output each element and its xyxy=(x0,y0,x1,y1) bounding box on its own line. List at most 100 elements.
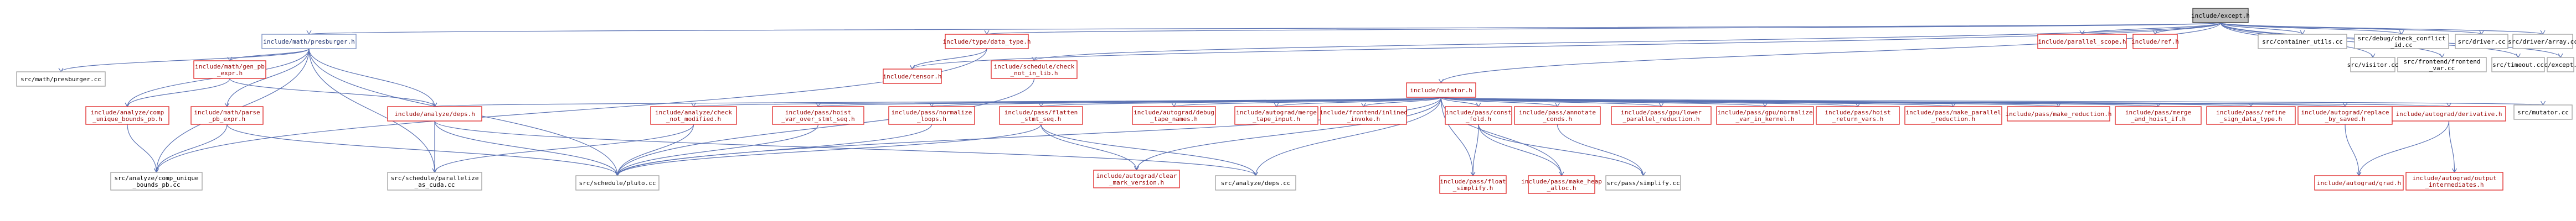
node-grad[interactable]: include/autograd/grad.h xyxy=(2314,175,2404,191)
node-label: src/driver/array.cc xyxy=(2508,38,2576,45)
node-label: src/except.cc xyxy=(2537,61,2576,69)
node-gpu_lower_parallel[interactable]: include/pass/gpu/lower_parallel_reductio… xyxy=(1611,106,1712,125)
node-inlined_invoke[interactable]: include/frontend/inlined_invoke.h xyxy=(1320,106,1408,125)
node-make_heap_alloc[interactable]: include/pass/make_heap_alloc.h xyxy=(1521,175,1602,194)
node-merge_hoist_if[interactable]: include/pass/merge_and_hoist_if.h xyxy=(2115,106,2202,125)
node-derivative[interactable]: include/autograd/derivative.h xyxy=(2392,106,2506,122)
node-label: _conds.h xyxy=(1543,115,1572,123)
node-label: _bounds_pb.cc xyxy=(132,181,180,188)
edge-except-to-check_not_in_lib xyxy=(1033,22,2221,61)
node-pluto[interactable]: src/schedule/pluto.cc xyxy=(575,175,660,191)
node-hoist_return_vars[interactable]: include/pass/hoist_return_vars.h xyxy=(1816,106,1900,125)
node-box xyxy=(1439,175,1507,194)
node-parse_pb_expr[interactable]: include/math/parse_pb_expr.h xyxy=(190,106,264,125)
node-box xyxy=(1605,175,1681,191)
node-replace_by_saved[interactable]: include/autograd/replace_by_saved.h xyxy=(2297,106,2393,125)
node-check_not_in_lib[interactable]: include/schedule/check_not_in_lib.h xyxy=(991,60,1078,79)
node-annotate_conds[interactable]: include/pass/annotate_conds.h xyxy=(1514,106,1601,125)
node-float_simplify[interactable]: include/pass/float_simplify.h xyxy=(1439,175,1507,194)
node-parallel_scope[interactable]: include/parallel_scope.h xyxy=(2037,34,2127,49)
node-label: include/analyze/comp xyxy=(91,109,164,116)
edge-presburger-to-deps_h xyxy=(308,48,435,107)
node-debug_tape_names[interactable]: include/autograd/debug_tape_names.h xyxy=(1132,106,1216,125)
node-box xyxy=(387,106,482,122)
edge-mutator-to-debug_tape_names xyxy=(1173,97,1442,107)
node-container_utils[interactable]: src/container_utils.cc xyxy=(2258,34,2347,49)
node-visitor[interactable]: src/visitor.cc xyxy=(2347,57,2399,72)
node-label: include/pass/make_heap xyxy=(1521,178,1602,185)
nodes-layer: include/except.h include/math/presburger.… xyxy=(16,8,2576,194)
node-presburger_cc[interactable]: src/math/presburger.cc xyxy=(16,71,106,87)
edge-except-to-presburger xyxy=(308,22,2221,35)
edge-type_data-to-tensor xyxy=(911,48,987,70)
edge-arrowhead xyxy=(815,102,821,108)
node-label: _pb_expr.h xyxy=(209,115,245,123)
node-const_fold[interactable]: include/pass/const_fold.h xyxy=(1445,106,1512,125)
node-simplify_cc[interactable]: src/pass/simplify.cc xyxy=(1605,175,1681,191)
node-merge_tape_input[interactable]: include/autograd/merge_tape_input.h xyxy=(1234,106,1318,125)
node-driver[interactable]: src/driver.cc xyxy=(2455,34,2508,49)
node-box xyxy=(999,106,1083,125)
node-comp_unique_h[interactable]: include/analyze/comp_unique_bounds_pb.h xyxy=(85,106,169,125)
node-label: include/math/parse xyxy=(194,109,260,116)
node-label: src/pass/simplify.cc xyxy=(1606,180,1679,187)
node-label: include/pass/make_reduction.h xyxy=(2005,110,2111,118)
node-presburger[interactable]: include/math/presburger.h xyxy=(261,34,357,49)
edge-gen_pb_expr-to-deps_h xyxy=(229,78,435,107)
node-make_parallel_reduction[interactable]: include/pass/make_parallel_reduction.h xyxy=(1904,106,2002,125)
node-label: include/frontend/inlined xyxy=(1320,109,1408,116)
node-gen_pb_expr[interactable]: include/math/gen_pb_expr.h xyxy=(193,60,266,79)
edges-layer xyxy=(58,22,2563,177)
node-box xyxy=(2405,172,2503,191)
node-mark_version[interactable]: include/autograd/clear_mark_version.h xyxy=(1093,170,1180,188)
edge-mutator-to-annotate_conds xyxy=(1440,97,1558,107)
node-label: include/pass/merge xyxy=(2125,109,2191,116)
node-label: _by_saved.h xyxy=(2325,115,2366,123)
edge-arrowhead xyxy=(2370,53,2376,59)
node-mutator[interactable]: include/mutator.h xyxy=(1406,82,1476,98)
node-label: _not_modified.h xyxy=(666,115,721,123)
node-make_reduction[interactable]: include/pass/make_reduction.h xyxy=(2005,106,2112,122)
node-except[interactable]: include/except.h xyxy=(2191,8,2250,23)
node-ref[interactable]: include/ref.h xyxy=(2131,34,2179,49)
node-refine_sign[interactable]: include/pass/refine_sign_data_type.h xyxy=(2206,106,2296,125)
node-mutator_cc[interactable]: src/mutator.cc xyxy=(2513,104,2573,120)
node-normalize_var_in_kernel[interactable]: include/pass/gpu/normalize_var_in_kernel… xyxy=(1716,106,1814,125)
edge-flatten_stmt_seq-to-deps_cc xyxy=(1040,124,1256,176)
node-except_cc[interactable]: src/except.cc xyxy=(2537,57,2576,72)
node-box xyxy=(85,106,169,125)
node-label: include/analyze/check xyxy=(655,109,732,116)
node-check_parallelize[interactable]: src/schedule/parallelize_as_cuda.cc xyxy=(387,172,482,191)
edge-mutator-to-deps_h xyxy=(434,97,1442,107)
node-flatten_stmt_seq[interactable]: include/pass/flatten_stmt_seq.h xyxy=(999,106,1083,125)
node-deps_cc[interactable]: src/analyze/deps.cc xyxy=(1215,175,1296,191)
node-label: include/autograd/clear xyxy=(1096,172,1177,180)
node-comp_unique_cc[interactable]: src/analyze/comp_unique_bounds_pb.cc xyxy=(110,172,203,191)
node-deps_h[interactable]: include/analyze/deps.h xyxy=(387,106,482,122)
node-label: src/schedule/parallelize xyxy=(391,175,479,182)
node-box xyxy=(650,106,737,125)
edge-mutator-to-derivative xyxy=(1440,97,2450,107)
node-box xyxy=(193,60,266,79)
node-hoist_var[interactable]: include/pass/hoist_var_over_stmt_seq.h xyxy=(772,106,864,125)
node-label: include/pass/annotate xyxy=(1519,109,1596,116)
node-output_intermediates[interactable]: include/autograd/output_intermediates.h xyxy=(2405,172,2503,191)
node-type_data[interactable]: include/type/data_type.h xyxy=(943,34,1031,49)
node-box xyxy=(1528,175,1595,194)
edge-arrowhead xyxy=(984,30,990,35)
node-box xyxy=(888,106,975,125)
node-box xyxy=(2192,8,2249,23)
node-driver_array[interactable]: src/driver/array.cc xyxy=(2508,34,2576,49)
node-frontend_var[interactable]: src/frontend/frontend_var.cc xyxy=(2397,57,2487,72)
node-timeout[interactable]: src/timeout.cc xyxy=(2491,57,2545,72)
node-box xyxy=(1234,106,1318,125)
node-normalize_loops[interactable]: include/pass/normalize_loops.h xyxy=(888,106,975,125)
node-label: include/pass/gpu/normalize xyxy=(1717,109,1812,116)
node-box xyxy=(2350,57,2395,72)
node-check_conflict[interactable]: src/debug/check_conflict_id.cc xyxy=(2354,34,2449,49)
node-label: _reduction.h xyxy=(1931,115,1975,123)
node-tensor[interactable]: include/tensor.h xyxy=(883,69,942,84)
node-check_not_modified[interactable]: include/analyze/check_not_modified.h xyxy=(650,106,737,125)
node-box xyxy=(261,34,357,49)
edge-arrowhead xyxy=(58,67,64,73)
